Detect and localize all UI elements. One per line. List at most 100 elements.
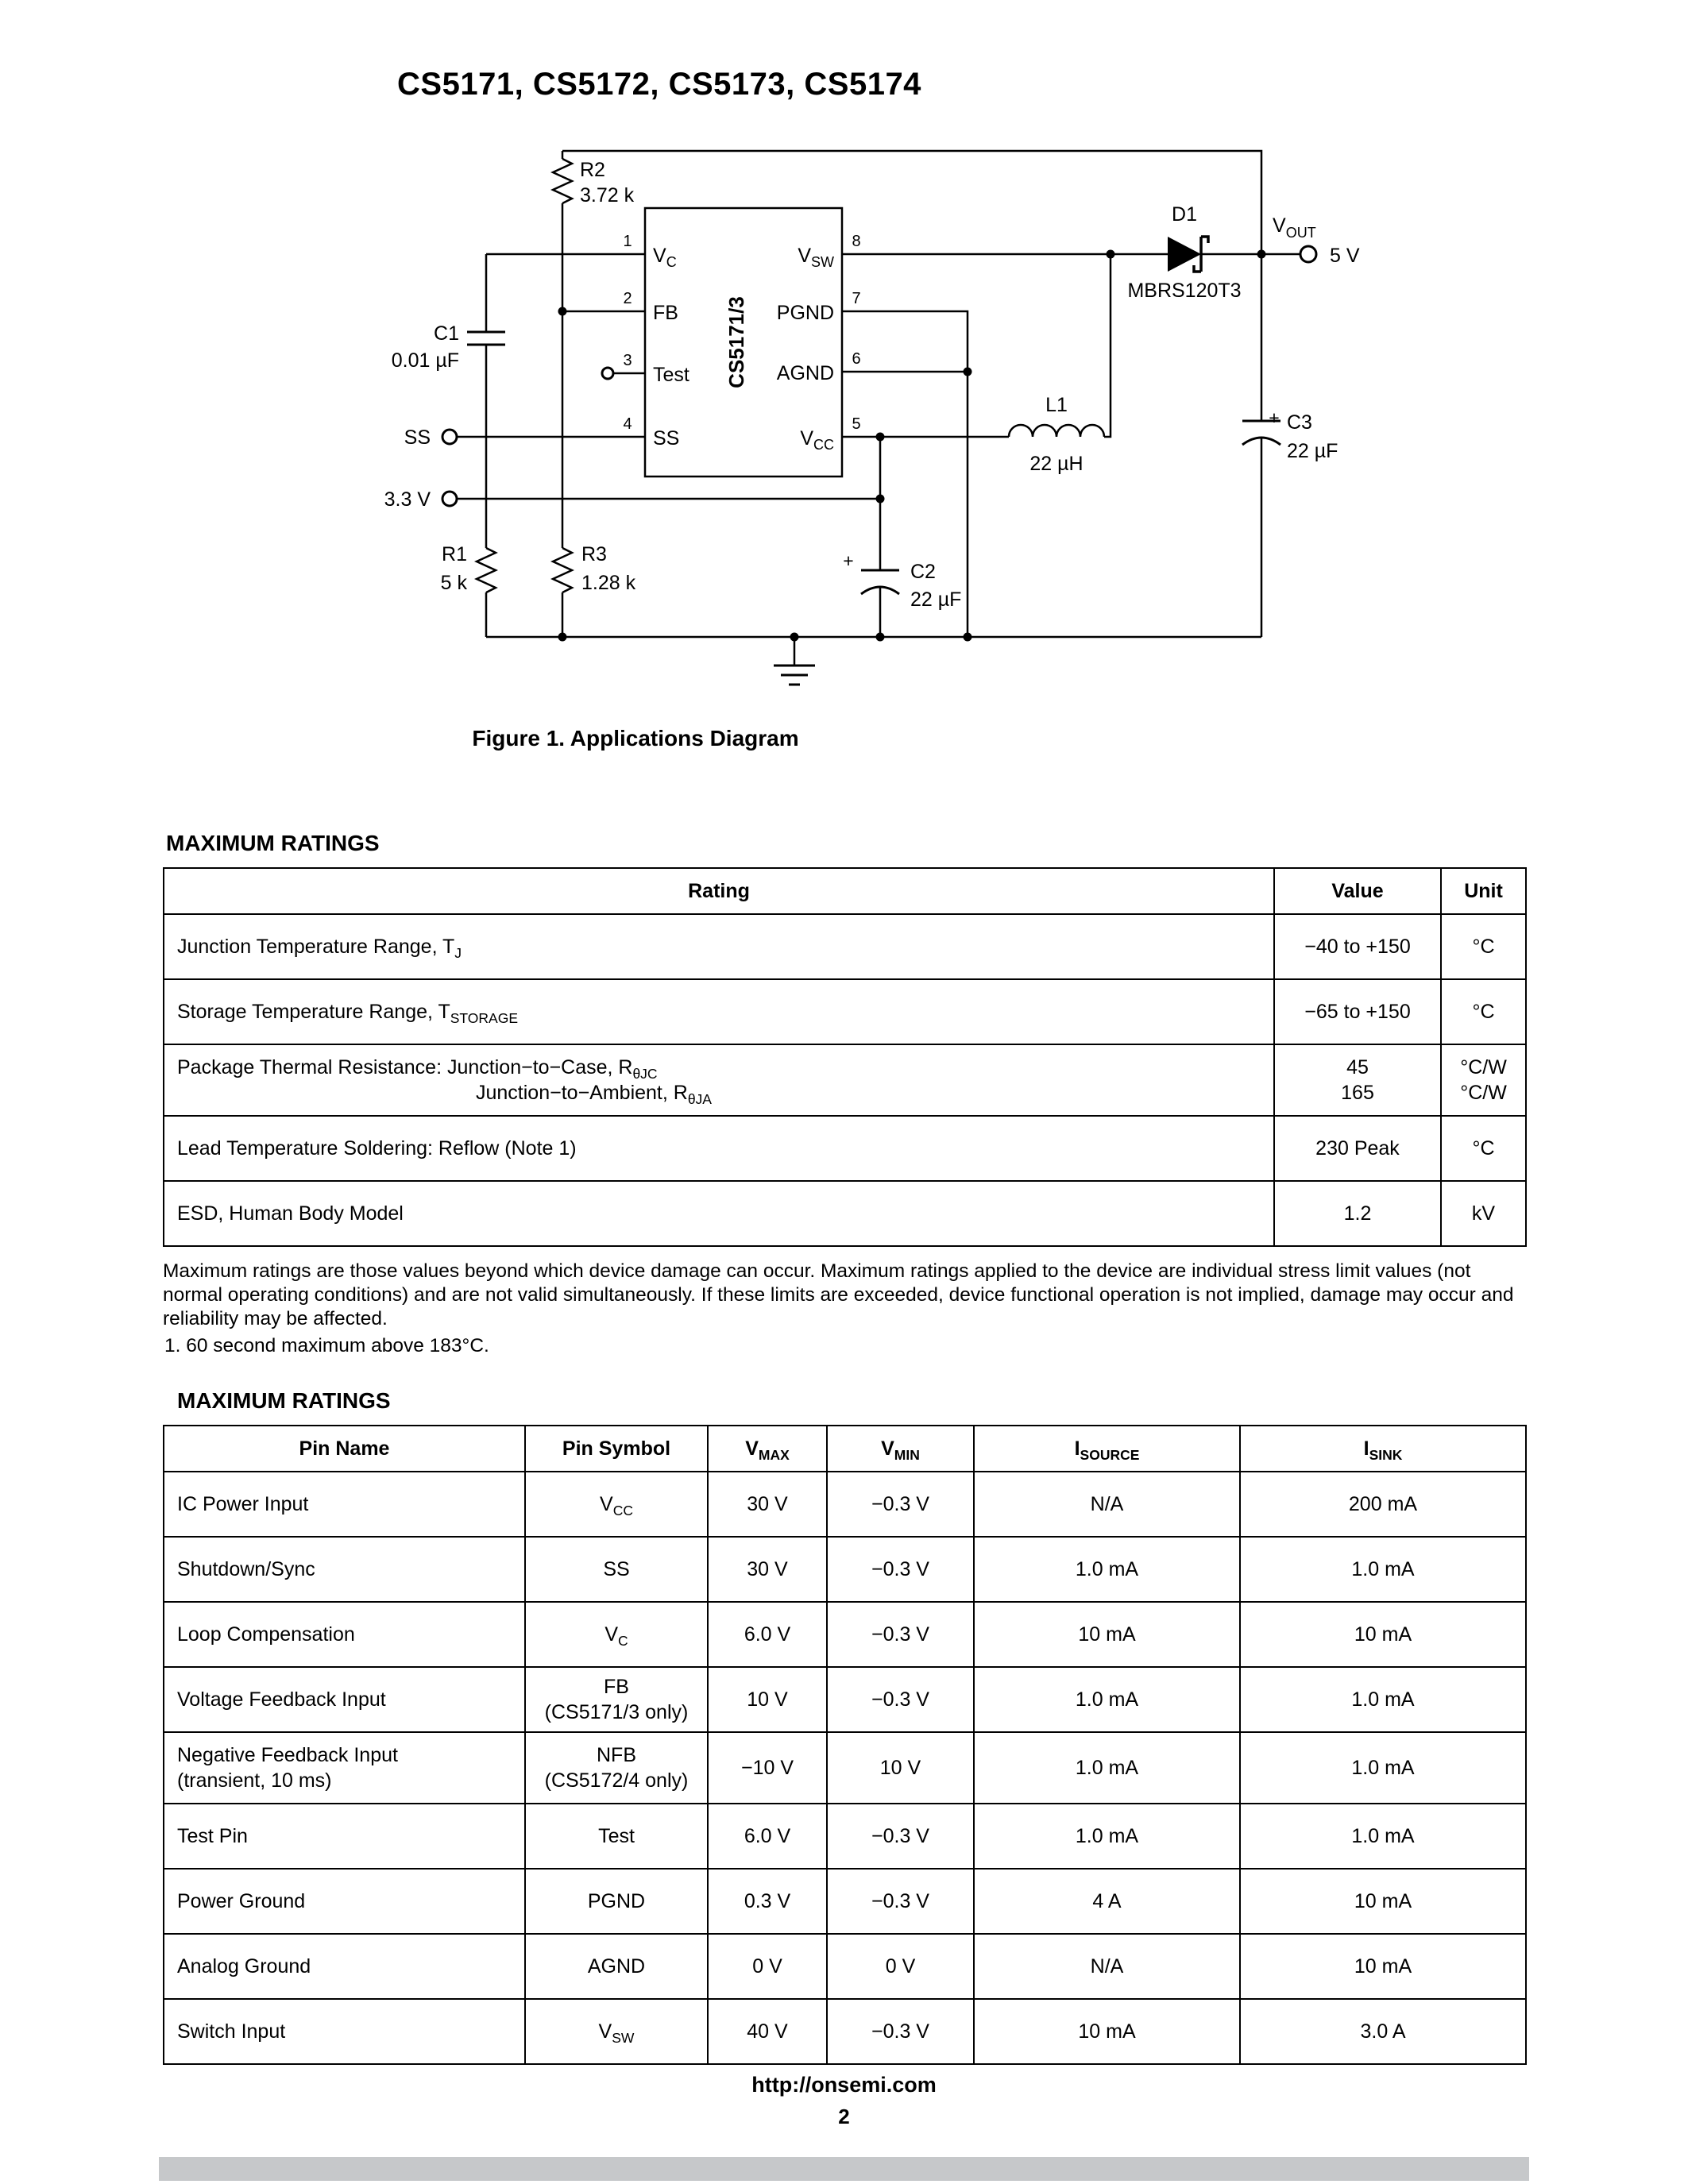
cell-text: Package Thermal Resistance: Junction−to−… — [177, 1056, 633, 1078]
table-row: Negative Feedback Input (transient, 10 ms… — [163, 1731, 1527, 1804]
pin-number: 4 — [623, 415, 632, 433]
cell-text: V — [881, 1437, 894, 1460]
capacitor-c3: + C3 22 µF — [1242, 407, 1338, 462]
pin-number: 6 — [852, 350, 860, 368]
component-value: 22 µF — [910, 588, 961, 611]
table-row: ESD, Human Body Model 1.2 kV — [163, 1180, 1527, 1247]
cell-text: FB — [604, 1676, 629, 1698]
cell-text: Test Pin — [177, 1825, 248, 1847]
col-header-isource: ISOURCE — [973, 1425, 1241, 1472]
isink-cell: 1.0 mA — [1239, 1536, 1527, 1603]
vmin-cell: −0.3 V — [826, 1601, 975, 1668]
terminal-ss: SS — [404, 426, 458, 449]
capacitor-c2: + C2 22 µF — [843, 550, 961, 611]
isink-cell: 1.0 mA — [1239, 1666, 1527, 1733]
cell-text: Test — [598, 1825, 635, 1847]
rating-cell: Storage Temperature Range, TSTORAGE — [163, 978, 1275, 1045]
figure-caption: Figure 1. Applications Diagram — [472, 726, 799, 751]
component-label: R2 — [580, 159, 605, 181]
pin-name-cell: Analog Ground — [163, 1933, 526, 2000]
max-ratings-heading-2: MAXIMUM RATINGS — [177, 1388, 391, 1413]
table-row: Shutdown/Sync SS 30 V −0.3 V 1.0 mA 1.0 … — [163, 1536, 1527, 1603]
cell-text: VCC — [600, 1493, 633, 1518]
component-value: 22 µF — [1287, 440, 1338, 462]
col-header-rating: Rating — [163, 867, 1275, 915]
cell-text: Negative Feedback Input — [177, 1744, 398, 1766]
unit-cell: °C/W °C/W — [1440, 1044, 1527, 1117]
component-label: C1 — [434, 322, 459, 345]
resistor-r3: R3 1.28 k — [550, 543, 636, 594]
cell-text: Storage Temperature Range, T — [177, 1001, 450, 1023]
pin-name-cell: Loop Compensation — [163, 1601, 526, 1668]
cell-text: Power Ground — [177, 1890, 306, 1912]
cell-text-2: (transient, 10 ms) — [177, 1769, 332, 1792]
vmin-cell: −0.3 V — [826, 1803, 975, 1870]
pin-number: 2 — [623, 290, 632, 307]
terminal-vout: VOUT 5 V — [1273, 214, 1360, 267]
pin-symbol-cell: NFB(CS5172/4 only) — [524, 1731, 709, 1804]
isource-cell: 4 A — [973, 1868, 1241, 1935]
max-ratings-table-2: Pin Name Pin Symbol VMAX VMIN ISOURCE IS… — [163, 1425, 1527, 2065]
vmax-cell: 6.0 V — [707, 1601, 828, 1668]
pin-label-agnd: AGND — [777, 362, 834, 384]
isource-cell: 1.0 mA — [973, 1536, 1241, 1603]
pin-symbol-cell: VC — [524, 1601, 709, 1668]
pin-name-cell: Voltage Feedback Input — [163, 1666, 526, 1733]
unit-line-1: °C/W — [1460, 1056, 1507, 1078]
cell-text: ESD, Human Body Model — [177, 1202, 404, 1225]
isink-cell: 1.0 mA — [1239, 1731, 1527, 1804]
resistor-r1: R1 5 k — [441, 543, 499, 594]
component-label: C2 — [910, 561, 936, 583]
component-value: 5 k — [441, 572, 468, 594]
pin-symbol-cell: VCC — [524, 1471, 709, 1538]
col-header-pin-name: Pin Name — [163, 1425, 526, 1472]
isource-cell: 10 mA — [973, 1601, 1241, 1668]
vmin-cell: −0.3 V — [826, 1471, 975, 1538]
vmin-cell: −0.3 V — [826, 1868, 975, 1935]
pin-name-cell: Test Pin — [163, 1803, 526, 1870]
cell-text: Analog Ground — [177, 1955, 311, 1978]
vmin-cell: 0 V — [826, 1933, 975, 2000]
rating-cell: Junction Temperature Range, TJ — [163, 913, 1275, 980]
diode-d1: D1 MBRS120T3 — [1127, 203, 1241, 302]
cell-sub: MAX — [758, 1446, 790, 1463]
pin-label-vcc: VCC — [800, 427, 834, 453]
cell-text: Loop Compensation — [177, 1623, 355, 1646]
pin-symbol-cell: SS — [524, 1536, 709, 1603]
max-ratings-heading-1: MAXIMUM RATINGS — [166, 831, 380, 855]
ground-symbol — [774, 664, 815, 686]
isource-cell: N/A — [973, 1471, 1241, 1538]
component-label: D1 — [1172, 203, 1197, 226]
terminal-value: 5 V — [1330, 245, 1360, 267]
isink-cell: 10 mA — [1239, 1868, 1527, 1935]
rating-line-2: Junction−to−Ambient, RθJA — [476, 1080, 1265, 1106]
vmax-cell: 30 V — [707, 1471, 828, 1538]
cell-sub: θJC — [632, 1066, 658, 1082]
cell-text: AGND — [587, 1955, 646, 1978]
table-row: Junction Temperature Range, TJ −40 to +1… — [163, 913, 1527, 980]
table-row: Storage Temperature Range, TSTORAGE −65 … — [163, 978, 1527, 1045]
component-label: R1 — [442, 543, 467, 565]
inductor-l1: L1 22 µH — [1007, 394, 1106, 475]
value-line-2: 165 — [1341, 1082, 1374, 1104]
component-label: R3 — [581, 543, 607, 565]
pin-label-ss: SS — [653, 427, 679, 450]
cell-text: IC Power Input — [177, 1493, 309, 1515]
cell-text: PGND — [587, 1890, 646, 1912]
cell-text: VSW — [598, 2020, 635, 2046]
bottom-bar — [159, 2157, 1529, 2181]
resistor-r2: R2 3.72 k — [550, 157, 635, 206]
component-part-number: MBRS120T3 — [1127, 280, 1241, 302]
unit-cell: °C — [1440, 1115, 1527, 1182]
cell-text: I — [1363, 1437, 1369, 1460]
cell-text: Lead Temperature Soldering: Reflow (Note… — [177, 1137, 577, 1160]
cell-text: Voltage Feedback Input — [177, 1688, 386, 1711]
cell-text: SS — [603, 1558, 630, 1580]
cell-text: Junction Temperature Range, T — [177, 936, 455, 958]
value-cell: 230 Peak — [1273, 1115, 1442, 1182]
isource-cell: 1.0 mA — [973, 1666, 1241, 1733]
pin-label-vc: VC — [653, 245, 677, 270]
terminal-3v3: 3.3 V — [384, 488, 458, 511]
isink-cell: 3.0 A — [1239, 1998, 1527, 2065]
